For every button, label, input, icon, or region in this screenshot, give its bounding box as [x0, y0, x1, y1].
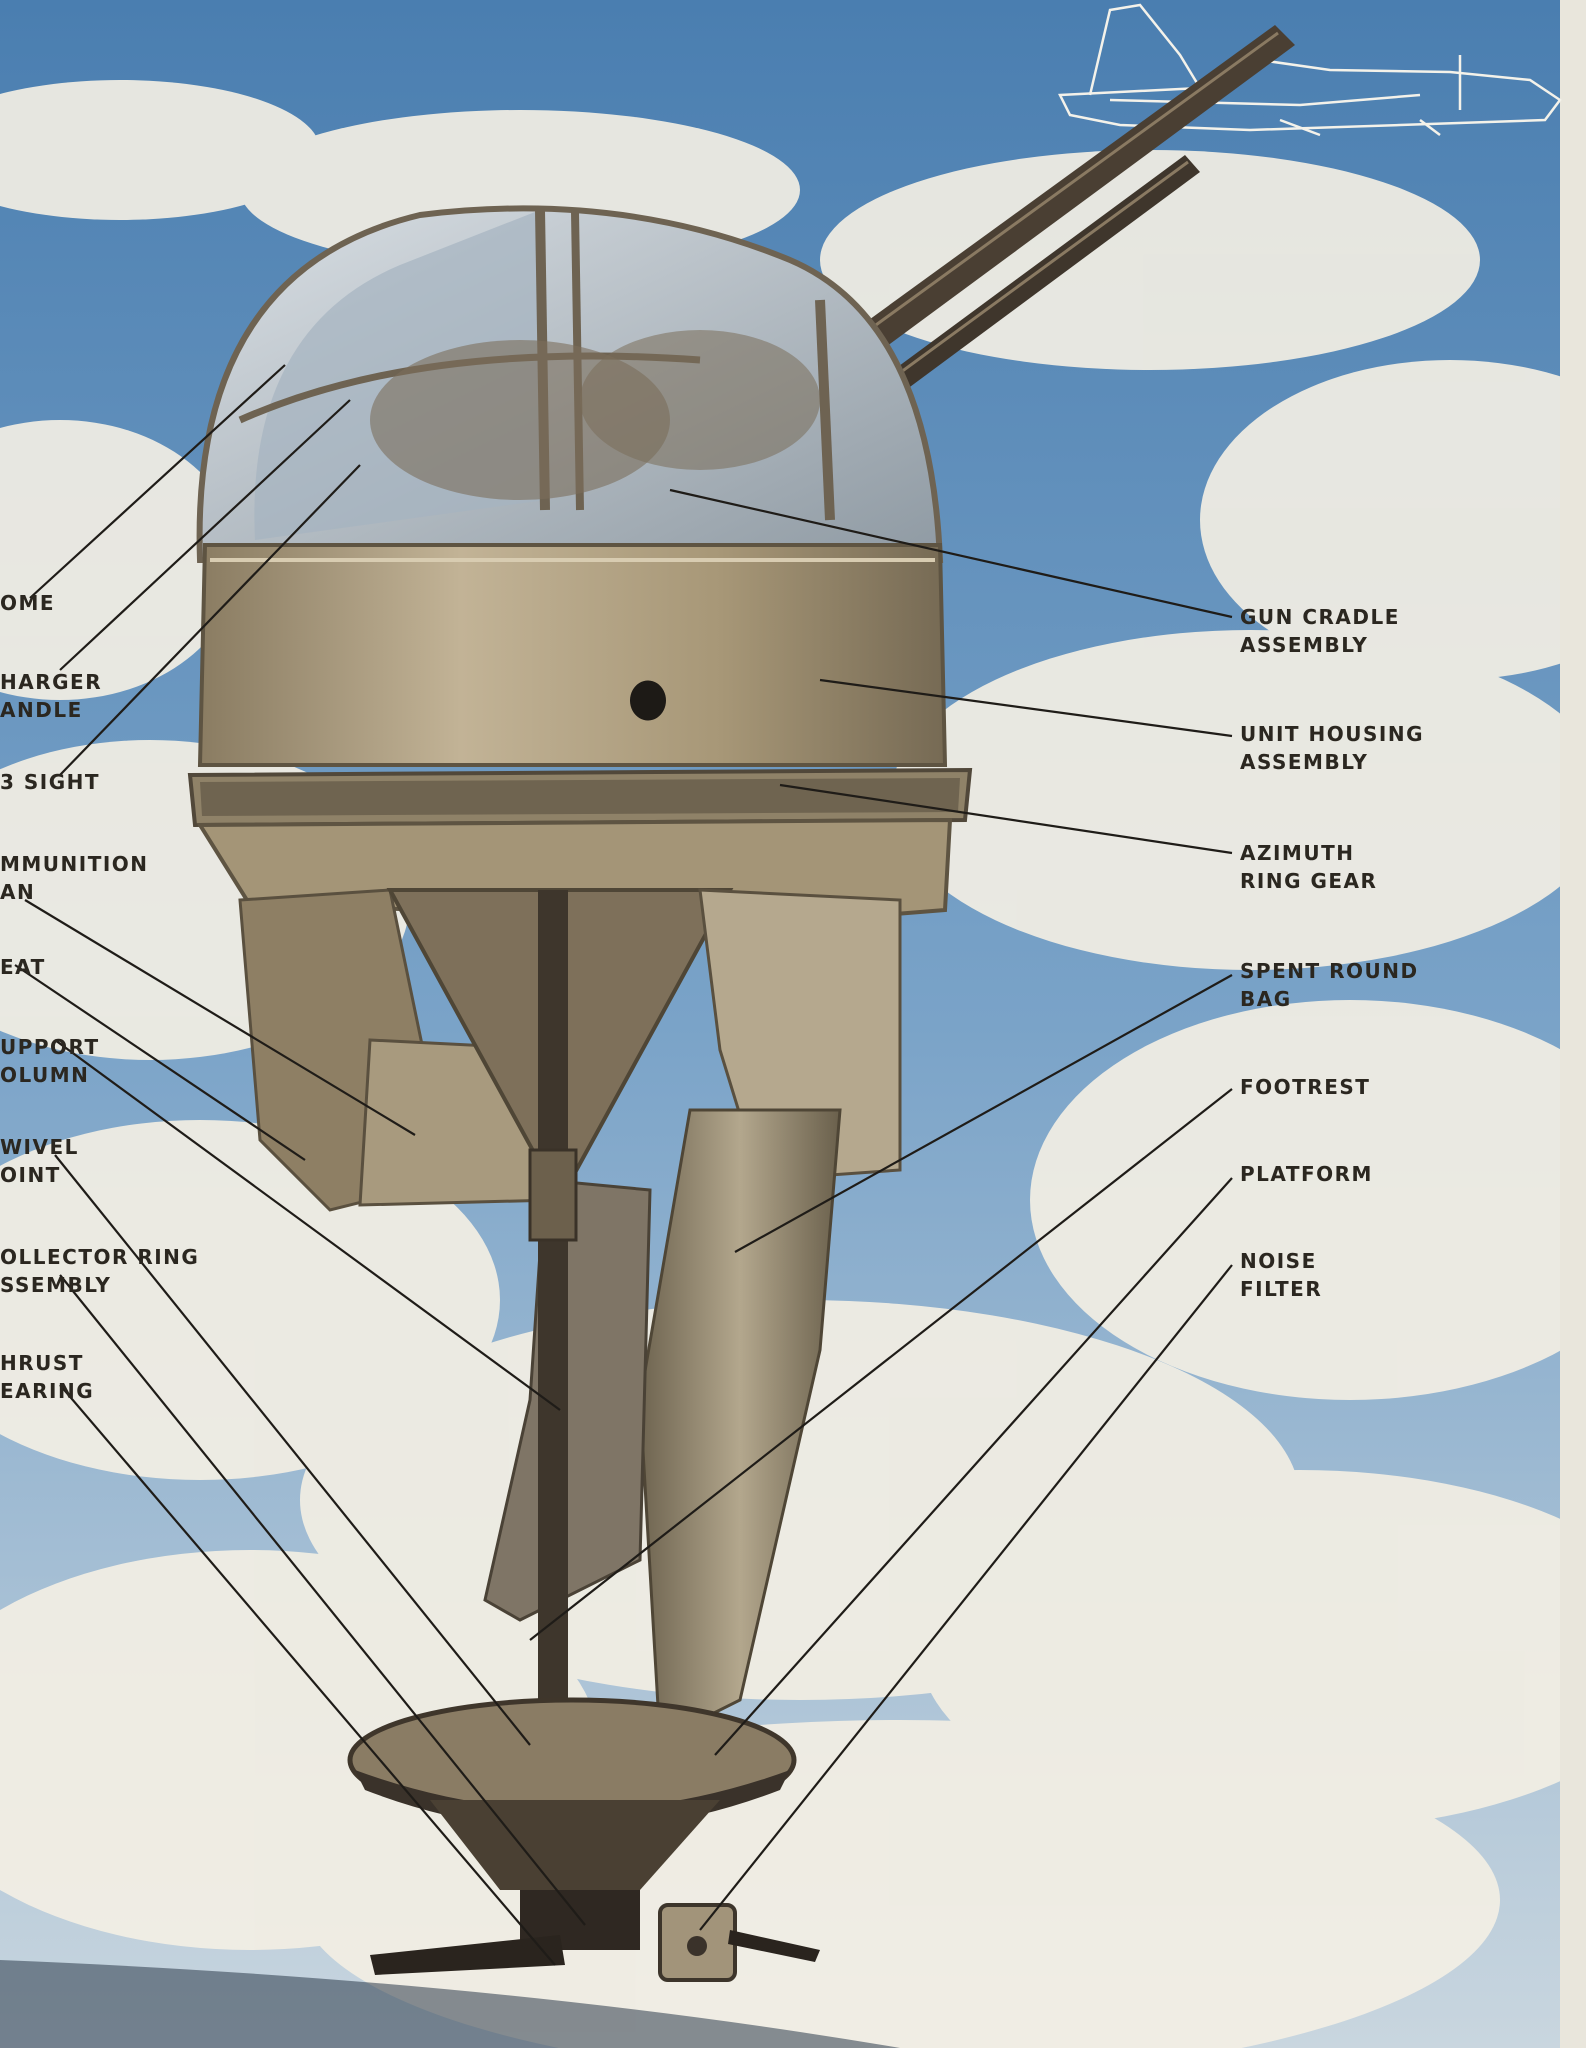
label-spent-round-bag: SPENT ROUND BAG — [1240, 957, 1419, 1013]
label-spent-round-bag-line2: BAG — [1240, 987, 1292, 1011]
label-seat-line1: EAT — [0, 955, 46, 979]
label-collector-ring: OLLECTOR RING SSEMBLY — [0, 1243, 199, 1299]
page-edge — [1560, 0, 1586, 2048]
label-dome: OME — [0, 589, 55, 617]
label-unit-housing-line1: UNIT HOUSING — [1240, 722, 1425, 746]
label-unit-housing-line2: ASSEMBLY — [1240, 750, 1369, 774]
label-azimuth-ring-gear: AZIMUTH RING GEAR — [1240, 839, 1377, 895]
label-noise-filter: NOISE FILTER — [1240, 1247, 1322, 1303]
label-azimuth-ring-line2: RING GEAR — [1240, 869, 1378, 893]
label-footrest: FOOTREST — [1240, 1073, 1370, 1101]
label-thrust-bearing-line1: HRUST — [0, 1351, 84, 1375]
label-ammunition-can: MMUNITION AN — [0, 850, 149, 906]
gun-barrels — [855, 25, 1295, 398]
label-swivel-joint: WIVEL OINT — [0, 1133, 79, 1189]
label-sight-line1: 3 SIGHT — [0, 770, 101, 794]
support-column — [528, 890, 578, 1810]
label-charger-handle: HARGER ANDLE — [0, 668, 102, 724]
label-support-column-line1: UPPORT — [0, 1035, 100, 1059]
label-charger-handle-line1: HARGER — [0, 670, 103, 694]
unit-housing — [197, 543, 948, 767]
label-platform: PLATFORM — [1240, 1160, 1373, 1188]
label-collector-ring-line2: SSEMBLY — [0, 1273, 112, 1297]
label-seat: EAT — [0, 953, 46, 981]
label-thrust-bearing: HRUST EARING — [0, 1349, 94, 1405]
label-thrust-bearing-line2: EARING — [0, 1379, 95, 1403]
label-dome-line1: OME — [0, 591, 56, 615]
label-sight: 3 SIGHT — [0, 768, 100, 796]
label-support-column: UPPORT OLUMN — [0, 1033, 100, 1089]
label-gun-cradle-line1: GUN CRADLE — [1240, 605, 1400, 629]
label-collector-ring-line1: OLLECTOR RING — [0, 1245, 200, 1269]
label-noise-filter-line2: FILTER — [1240, 1277, 1323, 1301]
label-footrest-line1: FOOTREST — [1240, 1075, 1371, 1099]
label-noise-filter-line1: NOISE — [1240, 1249, 1317, 1273]
label-gun-cradle: GUN CRADLE ASSEMBLY — [1240, 603, 1400, 659]
label-ammunition-can-line2: AN — [0, 880, 36, 904]
label-gun-cradle-line2: ASSEMBLY — [1240, 633, 1369, 657]
azimuth-ring-gear — [187, 767, 973, 828]
label-swivel-joint-line2: OINT — [0, 1163, 61, 1187]
lower-mechanism — [370, 1890, 820, 1982]
leader-lines — [14, 364, 1233, 1966]
label-charger-handle-line2: ANDLE — [0, 698, 83, 722]
label-ammunition-can-line1: MMUNITION — [0, 852, 149, 876]
label-unit-housing: UNIT HOUSING ASSEMBLY — [1240, 720, 1424, 776]
label-support-column-line2: OLUMN — [0, 1063, 90, 1087]
label-spent-round-bag-line1: SPENT ROUND — [1240, 959, 1419, 983]
dome — [196, 205, 944, 563]
page-shadow — [0, 1960, 900, 2048]
label-azimuth-ring-line1: AZIMUTH — [1240, 841, 1355, 865]
label-platform-line1: PLATFORM — [1240, 1162, 1373, 1186]
label-swivel-joint-line1: WIVEL — [0, 1135, 79, 1159]
